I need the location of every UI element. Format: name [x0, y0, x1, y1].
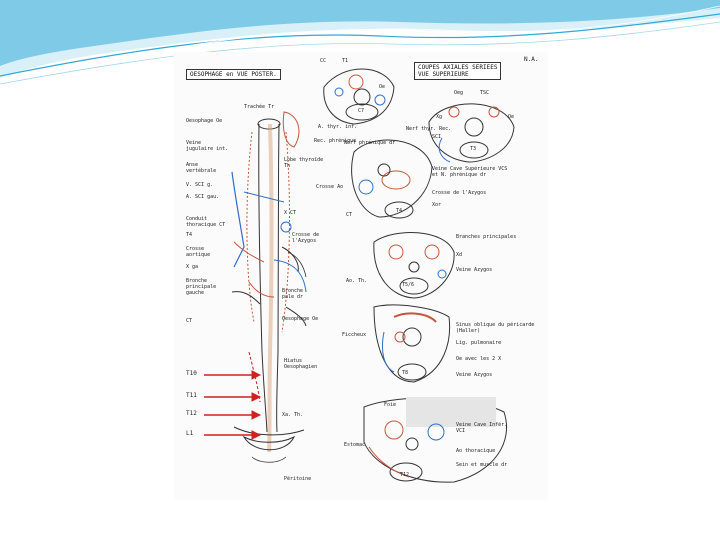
axial-cut-t5-6 [374, 233, 454, 298]
label-conduit-thoracique: Conduit thoracique CT [186, 216, 238, 228]
label-sci: SCI [432, 134, 441, 140]
label-x-ct: X CT [284, 210, 296, 216]
axial-cut-t3 [429, 104, 514, 162]
label-oe2: Oe [508, 114, 514, 120]
label-oesophage: Oesophage Oe [186, 118, 222, 124]
label-lig-pulmonaire: Lig. pulmonaire [456, 340, 501, 346]
anatomy-figure: N.A. OESOPHAGE en VUE POSTER. COUPES AXI… [174, 52, 548, 500]
label-ficcheux: Ficcheux [342, 332, 366, 338]
label-trachee: Trachée Tr [244, 104, 274, 110]
label-x-or: Xor [432, 202, 441, 208]
axial-cut-t8 [374, 305, 450, 382]
label-t3: T3 [470, 146, 476, 152]
label-a-thyr-inf: A. thyr. inf. [318, 124, 357, 130]
label-t1: T1 [342, 58, 348, 64]
axial-cut-t4 [352, 140, 432, 218]
label-c7: C7 [358, 108, 364, 114]
label-t11: T11 [186, 392, 197, 399]
label-crosse-aortique: Crosse aortique [186, 246, 226, 258]
label-l1: L1 [186, 430, 193, 437]
label-t5-6: T5/6 [402, 282, 414, 288]
label-bronches-principales: Branches principales [456, 234, 516, 240]
author-mark: N.A. [524, 56, 538, 63]
vertebra-arrows [204, 371, 260, 439]
label-oe-top: Oe [379, 84, 385, 90]
label-tsc: TSC [480, 90, 489, 96]
title-right-box: COUPES AXIALES SERIEES VUE SUPERIEURE [414, 62, 501, 80]
label-t4-right: T4 [396, 208, 402, 214]
label-crosse-ao: Crosse Ao [316, 184, 343, 190]
label-lobe-thyroide: Lobe thyroïde Th [284, 157, 326, 169]
label-veine-jugulaire: Veine jugulaire int. [186, 140, 230, 152]
label-anse-vertebrale: Anse vertébrale [186, 162, 230, 174]
label-xg: Xg [436, 114, 442, 120]
label-bronche-g: Bronche principale gauche [186, 278, 230, 296]
label-t8: T8 [402, 370, 408, 376]
label-xa-th: Xa. Th. [282, 412, 303, 418]
label-peritoine: Péritoine [284, 476, 311, 482]
label-crosse-azygos-left: Crosse de l'Azygos [292, 232, 342, 244]
axial-cut-c7 [324, 69, 394, 124]
label-oesophage-oe: Oesophage Oe [282, 316, 322, 322]
label-veine-azygos: Veine Azygos [456, 267, 492, 273]
label-cc: CC [320, 58, 326, 64]
label-estomac: Estomac [344, 442, 365, 448]
label-oe-avec-x: Oe avec les 2 X [456, 356, 501, 362]
label-sinus-oblique: Sinus oblique du péricarde (Haller) [456, 322, 536, 334]
label-nerf-thyr: Nerf thyr. Rec. [406, 126, 451, 132]
label-foie: Foie [384, 402, 396, 408]
title-right-line1: COUPES AXIALES SERIEES [418, 64, 497, 71]
label-v-sci-g: V. SCI g. [186, 182, 213, 188]
label-t12-left: T12 [186, 410, 197, 417]
label-ct-left: CT [186, 318, 192, 324]
label-xd: Xd [456, 252, 462, 258]
label-oeg: Oeg [454, 90, 463, 96]
label-veine-azygos-2: Veine Azygos [456, 372, 492, 378]
label-ao-th: Ao. Th. [346, 278, 367, 284]
title-left-box: OESOPHAGE en VUE POSTER. [186, 69, 281, 80]
label-vci: Veine Cave Infér. VCI [456, 422, 516, 434]
label-hiatus: Hiatus Oesophagien [284, 358, 332, 370]
label-ao-thoracique: Ao thoracique [456, 448, 495, 454]
label-nerf-phrenique: Nerf phrénique dr [344, 140, 395, 146]
label-t12-right: T12 [400, 472, 409, 478]
label-t4-left: T4 [186, 232, 192, 238]
label-a-sci-g: A. SCI gau. [186, 194, 219, 200]
axial-cut-t12 [364, 397, 507, 482]
label-ct-right: CT [346, 212, 352, 218]
label-x-ga: X ga [186, 264, 198, 270]
label-veine-cave: Veine Cave Supérieure VCS et N. phréniqu… [432, 166, 512, 178]
label-bronche-d: Bronche pale dr [282, 288, 316, 300]
label-sein-muscle: Sein et muscle dr [456, 462, 526, 468]
title-right-line2: VUE SUPERIEURE [418, 71, 497, 78]
label-crosse-azygos-right: Crosse de l'Azygos [432, 190, 486, 196]
label-t10: T10 [186, 370, 197, 377]
